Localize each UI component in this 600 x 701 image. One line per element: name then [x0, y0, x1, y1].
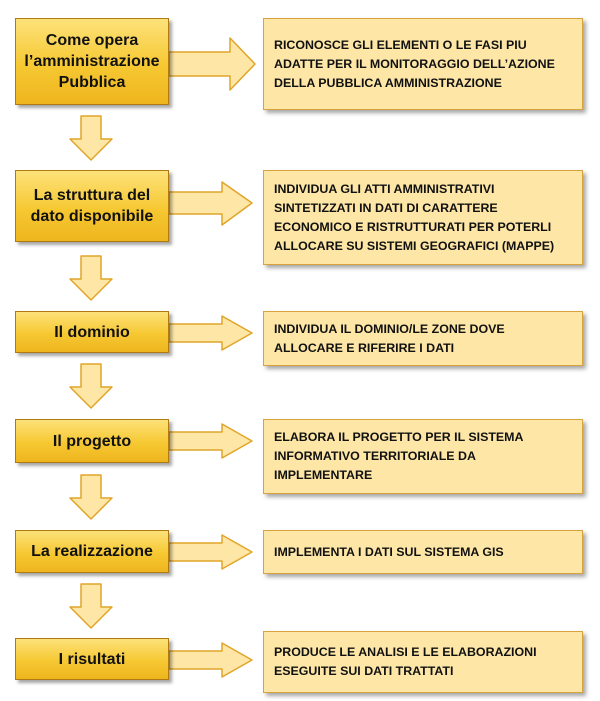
step-box-1: Come opera l’amministrazione Pubblica [15, 18, 169, 105]
down-arrow-icon [69, 474, 113, 520]
step-box-3: Il dominio [15, 311, 169, 353]
step-box-2: La struttura del dato disponibile [15, 170, 169, 242]
step-box-4: Il progetto [15, 419, 169, 463]
description-box-2: INDIVIDUA GLI ATTI AMMINISTRATIVI SINTET… [263, 170, 583, 265]
step-label: Come opera l’amministrazione Pubblica [24, 32, 160, 91]
down-arrow-icon [69, 583, 113, 629]
step-label: Il dominio [54, 323, 130, 341]
description-text: IMPLEMENTA I DATI SUL SISTEMA GIS [274, 544, 504, 559]
down-arrow-icon [69, 255, 113, 301]
description-box-4: ELABORA IL PROGETTO PER IL SISTEMA INFOR… [263, 419, 583, 494]
description-box-3: INDIVIDUA IL DOMINIO/LE ZONE DOVE ALLOCA… [263, 311, 583, 366]
right-arrow-icon [168, 642, 253, 678]
description-text: RICONOSCE GLI ELEMENTI O LE FASI PIU ADA… [274, 37, 555, 90]
step-box-6: I risultati [15, 638, 169, 680]
description-text: INDIVIDUA GLI ATTI AMMINISTRATIVI SINTET… [274, 181, 555, 253]
step-label: La struttura del dato disponibile [30, 187, 154, 225]
right-arrow-icon [168, 37, 256, 91]
step-label: La realizzazione [31, 543, 153, 560]
right-arrow-icon [168, 423, 253, 459]
description-box-5: IMPLEMENTA I DATI SUL SISTEMA GIS [263, 530, 583, 574]
right-arrow-icon [168, 181, 253, 226]
step-label: Il progetto [52, 432, 132, 450]
description-box-1: RICONOSCE GLI ELEMENTI O LE FASI PIU ADA… [263, 18, 583, 110]
step-label: I risultati [58, 650, 126, 668]
description-text: ELABORA IL PROGETTO PER IL SISTEMA INFOR… [274, 430, 523, 482]
right-arrow-icon [168, 534, 253, 570]
down-arrow-icon [69, 363, 113, 409]
description-box-6: PRODUCE LE ANALISI E LE ELABORAZIONI ESE… [263, 631, 583, 693]
description-text: INDIVIDUA IL DOMINIO/LE ZONE DOVE ALLOCA… [274, 321, 505, 355]
step-box-5: La realizzazione [15, 530, 169, 573]
down-arrow-icon [69, 115, 113, 161]
right-arrow-icon [168, 315, 253, 351]
description-text: PRODUCE LE ANALISI E LE ELABORAZIONI ESE… [274, 645, 537, 678]
